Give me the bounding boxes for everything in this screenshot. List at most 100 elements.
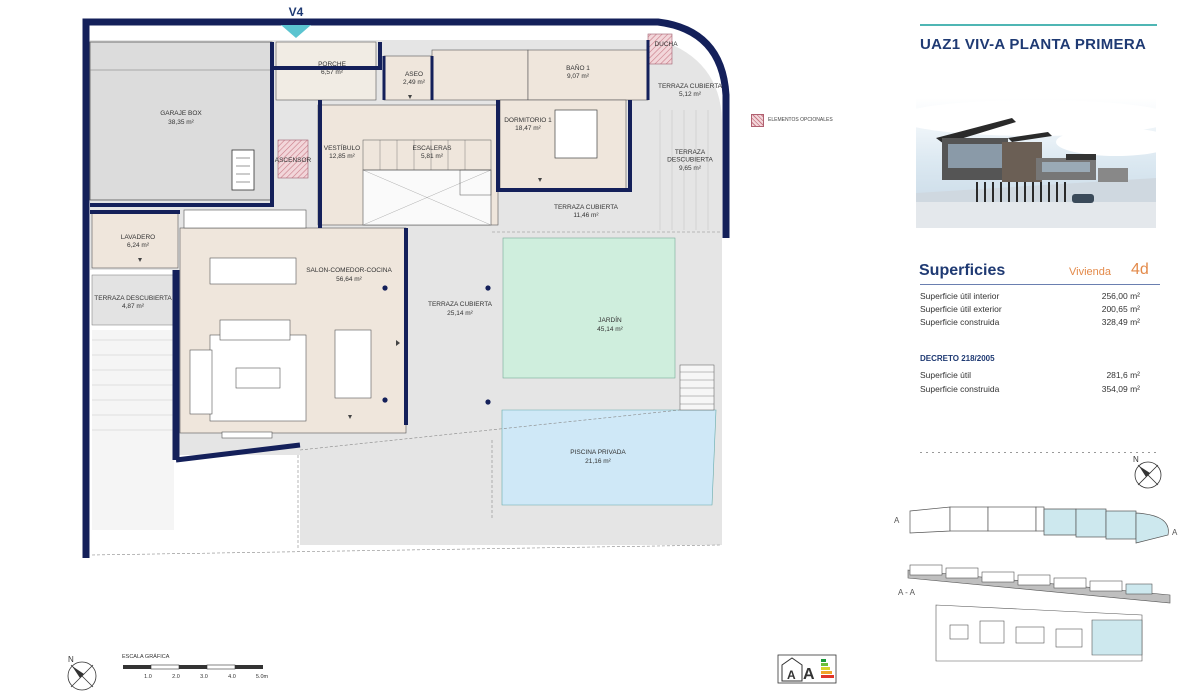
pool (501, 409, 717, 506)
room-area-uncovered-terrace-2: 4,87 m² (122, 303, 145, 310)
pool-steps (679, 364, 715, 411)
decree-value: 354,09 m² (1101, 384, 1140, 394)
scale-tick: 4.0 (228, 674, 236, 680)
room-name-garage: GARAJE BOX (160, 110, 202, 117)
salon-bottom-wall (175, 442, 301, 463)
decree-row: Superficie útil 281,6 m² (920, 370, 1160, 380)
dotted-divider (920, 452, 1160, 453)
surface-row: Superficie construida 328,49 m² (920, 317, 1160, 327)
garage-stair (231, 149, 255, 191)
room-area-bedroom: 18,47 m² (515, 125, 541, 132)
page-title: UAZ1 VIV-A PLANTA PRIMERA (920, 36, 1147, 53)
toilet-floor (383, 55, 433, 101)
scale-tick: 3.0 (200, 674, 208, 680)
room-area-living: 56,64 m² (336, 276, 362, 283)
sofa-left (189, 349, 213, 415)
surface-row: Superficie útil exterior 200,65 m² (920, 304, 1160, 314)
energy-label-logo: A A (777, 654, 837, 684)
floor-plan: V4 GARAJE BOX 38,35 m² PORCHE 6,57 m² AS… (67, 5, 837, 691)
kitchen-island (209, 257, 297, 285)
room-name-shower: DUCHA (654, 41, 678, 48)
room-name-bedroom: DORMITORIO 1 (504, 117, 552, 124)
porch-floor (275, 41, 377, 101)
room-name-garden: JARDÍN (598, 315, 622, 324)
room-area-laundry: 6,24 m² (127, 242, 150, 249)
outer-wall (82, 18, 730, 558)
section-marker-icon (281, 25, 311, 38)
optional-elements-label: ELEMENTOS OPCIONALES (768, 117, 833, 123)
compass-label: N (68, 655, 74, 664)
decree-value: 281,6 m² (1106, 370, 1140, 380)
surface-value: 200,65 m² (1101, 304, 1140, 314)
room-name-toilet: ASEO (405, 71, 423, 78)
room-area-porch: 6,57 m² (321, 69, 344, 76)
surface-value: 256,00 m² (1101, 291, 1140, 301)
room-name-living: SALON-COMEDOR-COCINA (306, 267, 392, 274)
surface-label: Superficie construida (920, 317, 1000, 327)
room-name-pool: PISCINA PRIVADA (570, 449, 626, 456)
building-render-image (916, 98, 1156, 228)
decree-label: Superficie construida (920, 384, 1000, 394)
shower-optional (647, 33, 673, 65)
room-name-bathroom: BAÑO 1 (566, 63, 590, 72)
decree-row: Superficie construida 354,09 m² (920, 384, 1160, 394)
section-marker-label: V4 (289, 5, 304, 19)
room-name-hall: VESTÍBULO (324, 143, 360, 152)
room-name-covered-terrace-3: TERRAZA CUBIERTA (428, 301, 493, 308)
sofa-top (219, 319, 291, 341)
room-area-garage: 38,35 m² (168, 119, 194, 126)
dwelling-label: Vivienda (1069, 266, 1111, 278)
section-aa-label: A - A (898, 588, 916, 597)
decree-label: Superficie útil (920, 370, 972, 380)
room-area-bathroom: 9,07 m² (567, 73, 590, 80)
laundry-floor (91, 211, 179, 269)
svg-text:A: A (787, 668, 796, 682)
key-compass-label: N (1133, 455, 1139, 464)
room-name-covered-terrace-1: TERRAZA CUBIERTA (658, 83, 723, 90)
room-name-elevator: ASCENSOR (275, 157, 312, 164)
room-area-hall: 12,85 m² (329, 153, 355, 160)
scale-bar (123, 664, 263, 670)
dwelling-number: 4d (1131, 261, 1149, 278)
tv-unit (221, 431, 273, 439)
room-area-uncovered-terrace-1: 9,65 m² (679, 165, 702, 172)
optional-elements-swatch (751, 114, 764, 127)
key-compass-icon (1134, 461, 1162, 489)
room-area-covered-terrace-3: 25,14 m² (447, 310, 473, 317)
compass-icon (67, 661, 97, 691)
scale-tick: 1.0 (144, 674, 152, 680)
room-name-porch: PORCHE (318, 61, 346, 68)
coffee-table (235, 367, 281, 389)
elevator-optional (277, 139, 309, 179)
room-name-stairs: ESCALERAS (412, 145, 452, 152)
decree-heading: DECRETO 218/2005 (920, 354, 995, 363)
room-area-pool: 21,16 m² (585, 458, 611, 465)
dining-table (334, 329, 372, 399)
corridor-floor (431, 49, 529, 101)
surfaces-heading: Superficies (919, 262, 1006, 279)
room-area-stairs: 5,81 m² (421, 153, 444, 160)
surface-label: Superficie útil exterior (920, 304, 1002, 314)
key-plan: N A A A - A (894, 455, 1178, 662)
scale-tick: 5.0m (256, 674, 269, 680)
section-a-right: A (1172, 528, 1178, 537)
room-area-garden: 45,14 m² (597, 326, 623, 333)
surfaces-divider (920, 284, 1160, 285)
room-area-covered-terrace-1: 5,12 m² (679, 91, 702, 98)
garden (502, 237, 676, 379)
room-area-toilet: 2,49 m² (403, 79, 426, 86)
svg-text:A: A (803, 666, 815, 683)
room-name-covered-terrace-2: TERRAZA CUBIERTA (554, 204, 619, 211)
scale-tick: 2.0 (172, 674, 180, 680)
title-accent-bar (920, 24, 1157, 26)
surface-value: 328,49 m² (1101, 317, 1140, 327)
surface-label: Superficie útil interior (920, 291, 1000, 301)
room-name-laundry: LAVADERO (121, 234, 155, 241)
section-a-left: A (894, 516, 900, 525)
uncovered-terrace-2 (91, 274, 175, 326)
scale-title: ESCALA GRÁFICA (122, 654, 170, 660)
surface-row: Superficie útil interior 256,00 m² (920, 291, 1160, 301)
bed (554, 109, 598, 159)
kitchen-counter (183, 209, 307, 229)
